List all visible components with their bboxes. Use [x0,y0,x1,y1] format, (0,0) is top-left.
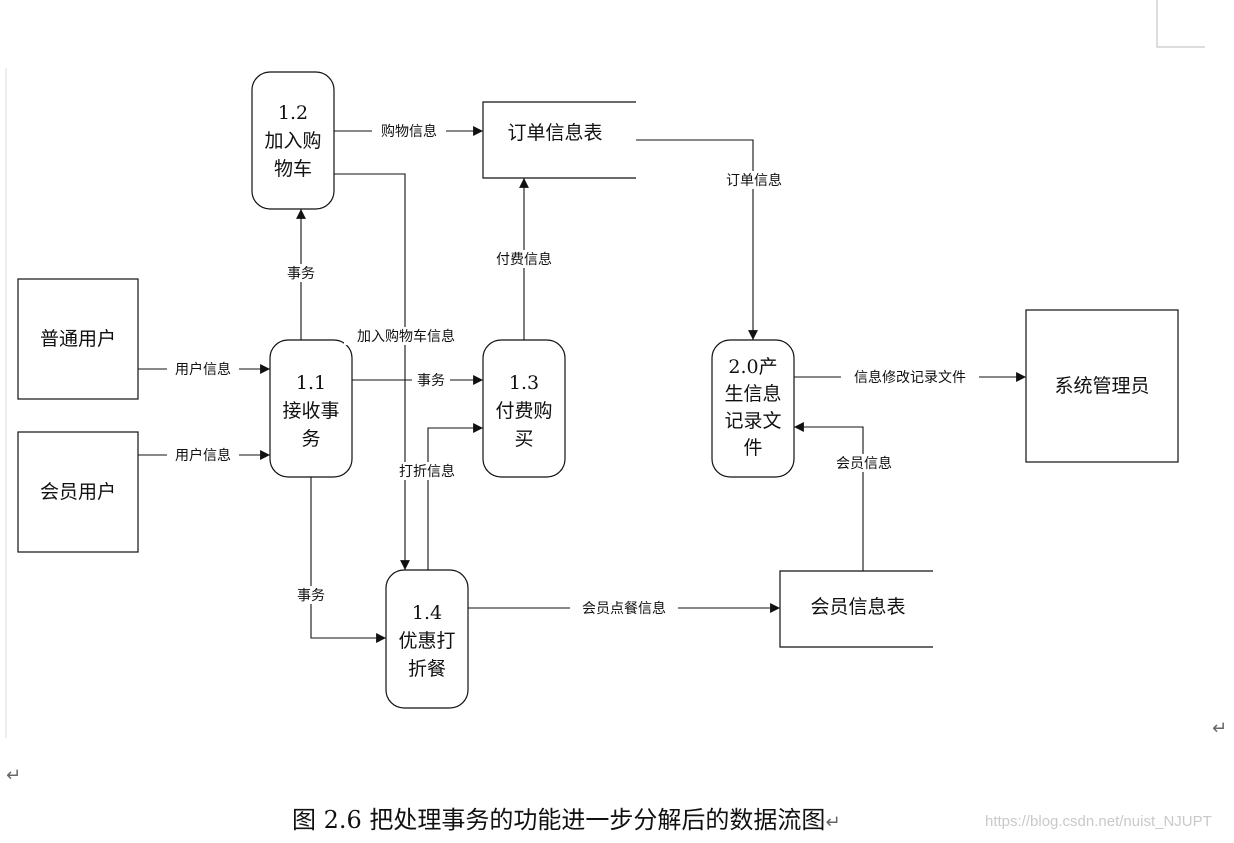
datastore-order-table: 订单信息表 [482,101,636,179]
flow-label-member-info: 会员信息 [836,455,892,472]
process-1-2: 1.2 加入购 物车 [251,71,335,210]
process-1-3-label-line2: 买 [514,428,533,450]
entity-member-user-label: 会员用户 [40,481,116,503]
process-1-4-label-line2: 折餐 [408,658,446,680]
process-1-4: 1.4 优惠打 折餐 [385,569,469,709]
process-1-4-label-line1: 优惠打 [398,630,455,652]
flow-label-shopping-info: 购物信息 [381,123,437,140]
process-1-4-id: 1.4 [412,602,442,624]
entity-ordinary-user-label: 普通用户 [40,328,116,350]
flow-labels: 用户信息 用户信息 事务 事务 事务 购物信息 加入购物车信息 付费信息 打折信… [175,123,966,617]
figure-caption: 图 2.6 把处理事务的功能进一步分解后的数据流图↵ [292,800,841,835]
flow-label-user-info-1: 用户信息 [175,361,231,378]
flow-1-1-to-1-4 [310,477,386,643]
return-mark-right: ↵ [1212,718,1228,739]
process-1-1: 1.1 接收事 务 [269,339,353,478]
process-1-2-label-line2: 物车 [274,158,312,180]
process-1-1-id: 1.1 [296,372,326,394]
flow-label-discount-info: 打折信息 [399,463,455,480]
flow-label-order-info: 订单信息 [726,172,782,189]
process-1-3-id: 1.3 [509,372,539,394]
flow-label-affair-up: 事务 [287,266,315,282]
page-corner-mark [1156,0,1205,48]
return-mark-left: ↵ [6,765,22,786]
flow-label-affair-down: 事务 [297,588,325,604]
process-1-3-label-line1: 付费购 [495,400,552,422]
caption-return-mark: ↵ [825,812,841,833]
process-1-1-label-line2: 务 [301,428,320,450]
watermark: https://blog.csdn.net/nuist_NJUPT [985,813,1212,830]
entity-system-admin: 系统管理员 [1025,309,1179,463]
process-2-0: 2.0产 生信息 记录文 件 [711,339,795,478]
flow-label-modify-record: 信息修改记录文件 [854,369,966,386]
flow-1-4-to-1-3 [427,423,483,570]
process-1-2-id: 1.2 [278,102,308,124]
process-2-0-label-line3: 记录文 [724,410,781,432]
datastore-member-table: 会员信息表 [779,570,933,648]
process-1-1-label-line1: 接收事 [282,400,339,422]
entity-ordinary-user: 普通用户 [17,278,139,400]
process-1-2-label-line1: 加入购 [264,130,321,152]
flow-1-2-to-1-4 [334,173,410,570]
flow-label-user-info-2: 用户信息 [175,447,231,464]
datastore-member-table-label: 会员信息表 [810,596,905,618]
figure-caption-text: 图 2.6 把处理事务的功能进一步分解后的数据流图 [292,806,826,834]
process-2-0-label-line1: 2.0产 [728,356,777,378]
entity-member-user: 会员用户 [17,431,139,553]
flow-label-affair-right: 事务 [417,373,445,389]
flow-member-table-to-2-0 [794,422,864,571]
process-2-0-label-line4: 件 [743,437,762,459]
flow-label-add-cart-info: 加入购物车信息 [357,328,455,345]
flow-label-member-order-info: 会员点餐信息 [582,600,666,617]
process-2-0-label-line2: 生信息 [724,383,781,405]
entity-system-admin-label: 系统管理员 [1054,375,1149,397]
flow-label-bgs [167,122,979,617]
process-1-3: 1.3 付费购 买 [482,339,566,478]
flow-label-pay-info: 付费信息 [496,251,552,268]
datastore-order-table-label: 订单信息表 [507,122,602,144]
flow-order-table-to-2-0 [636,139,758,340]
